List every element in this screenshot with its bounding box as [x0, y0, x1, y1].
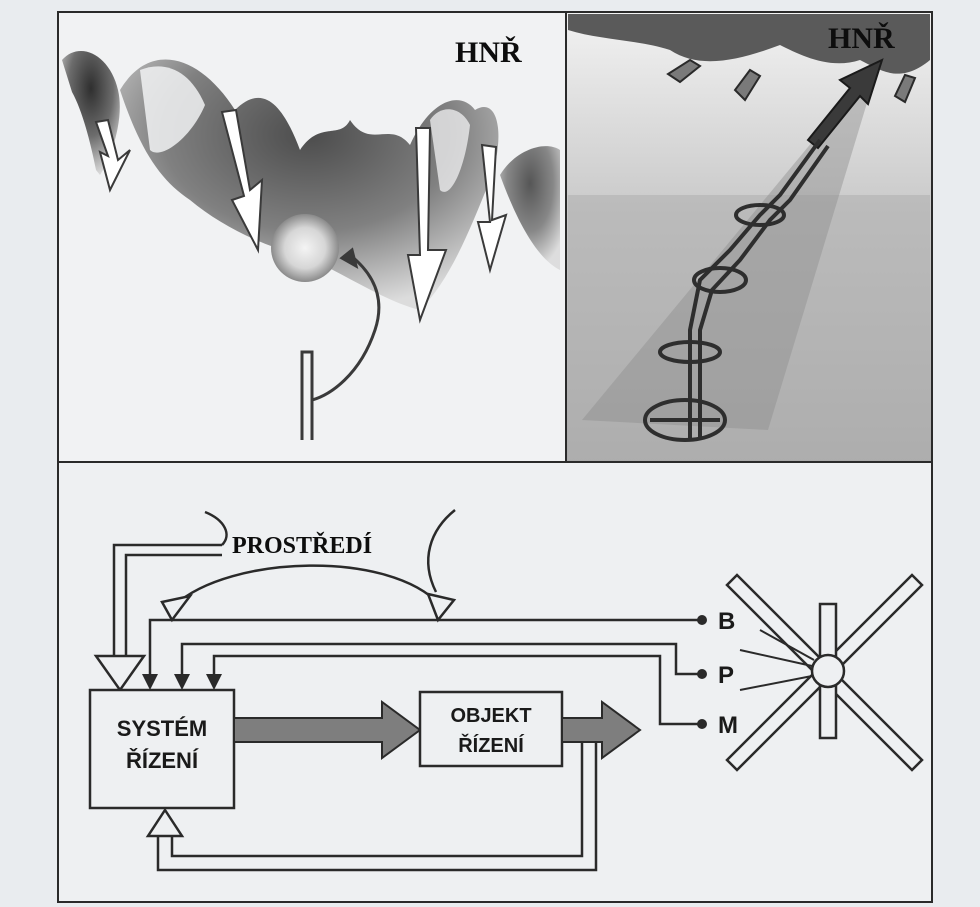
sun-icon — [271, 214, 339, 282]
arrowhead-icon — [425, 592, 457, 623]
control-system-label-line1: SYSTÉM — [117, 716, 207, 741]
light-beam — [582, 60, 880, 430]
arrow-icon — [406, 127, 448, 324]
dark-cloud-right — [500, 146, 560, 270]
environment-connectors — [174, 509, 456, 606]
bottom-feedback-loop — [156, 742, 598, 872]
arrow-icon — [893, 73, 917, 104]
output-dot-P — [697, 669, 707, 679]
input-feed — [112, 543, 222, 656]
control-system-label-line2: ŘÍZENÍ — [126, 748, 199, 773]
controlled-object-label-line1: OBJEKT — [450, 705, 531, 727]
arrow-icon — [476, 143, 508, 274]
dark-cloud-main — [120, 59, 499, 310]
big-arrow-icon — [806, 58, 884, 150]
panel-label-right: HNŘ — [828, 22, 895, 55]
arrowhead-icon — [160, 594, 194, 623]
light-notch-1 — [140, 66, 205, 153]
controlled-object-box — [418, 690, 564, 768]
star-rays — [739, 629, 815, 691]
spiral-figure — [643, 138, 830, 442]
environment-label: PROSTŘEDÍ — [232, 532, 372, 559]
panel-label-left: HNŘ — [455, 36, 522, 69]
storm-cloud-shape — [568, 14, 930, 74]
control-system-box — [88, 688, 236, 810]
output-label-M: M — [718, 712, 738, 739]
arrow-icon — [733, 68, 762, 102]
light-notch-2 — [430, 109, 470, 192]
control-action-arrow-icon — [233, 700, 422, 760]
arrow-icon — [220, 108, 264, 254]
object-output-arrow-icon — [561, 700, 642, 760]
feedback-hollow-arrowhead-icon — [145, 807, 185, 838]
output-dots — [697, 615, 707, 729]
controlled-object-label-line2: ŘÍZENÍ — [458, 733, 524, 757]
output-dot-B — [697, 615, 707, 625]
feedback-lines — [148, 618, 700, 726]
panel-top-right: HNŘ — [565, 11, 933, 463]
cloud-arrows — [666, 58, 917, 104]
input-arrowhead-icon — [93, 654, 147, 693]
environment-arrowheads — [160, 592, 457, 623]
arrowhead-icon — [174, 674, 190, 690]
star-object-icon — [725, 573, 924, 772]
output-label-P: P — [718, 662, 734, 689]
output-label-B: B — [718, 608, 735, 635]
panel-top-left: HNŘ — [57, 11, 567, 463]
arrow-icon — [94, 118, 131, 193]
stem-with-curve — [300, 247, 381, 440]
arrowhead-icon — [206, 674, 222, 690]
arrow-icon — [666, 58, 702, 84]
output-dot-M — [697, 719, 707, 729]
arrowhead-icon — [142, 674, 158, 690]
feedback-arrowheads — [142, 674, 222, 690]
lightning-arrows — [94, 108, 508, 324]
panel-bottom: PROSTŘEDÍ — [57, 461, 933, 903]
